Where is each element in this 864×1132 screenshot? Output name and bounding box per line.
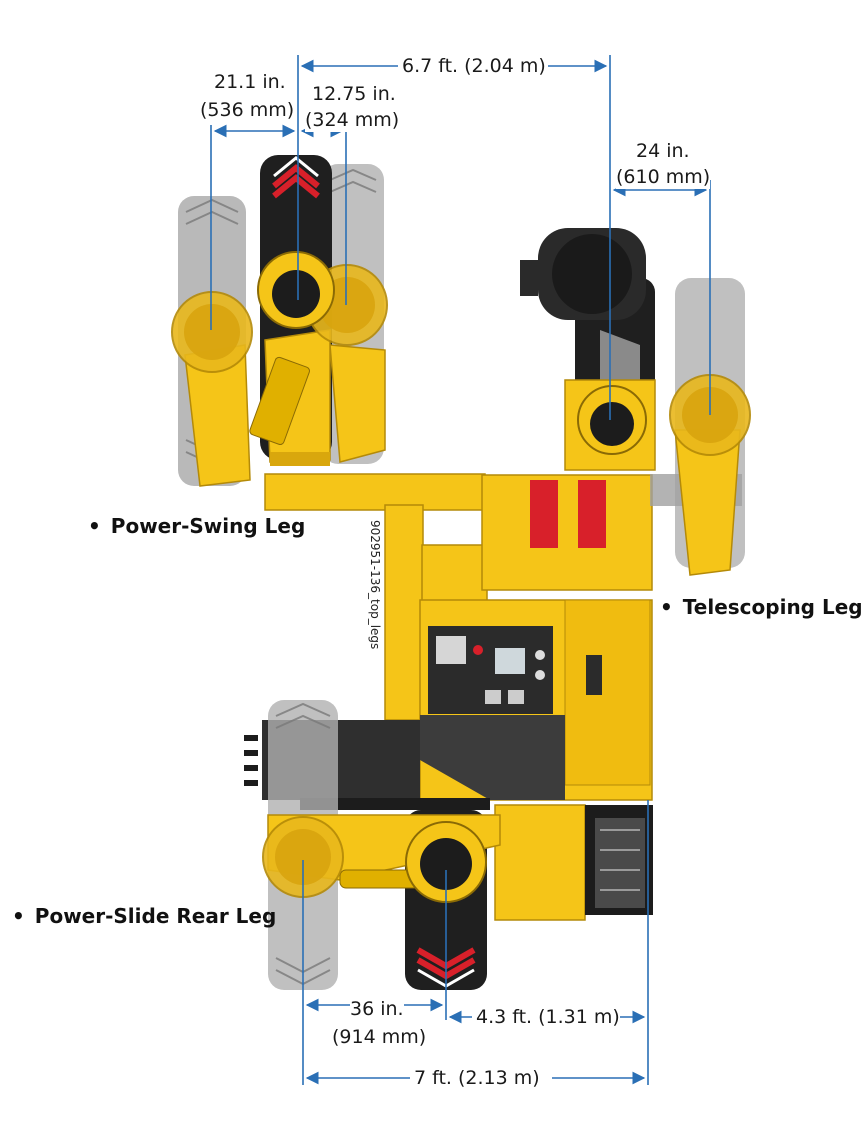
red-panel-left — [530, 480, 558, 548]
telescoping-leg-assembly — [520, 228, 751, 576]
dim-width-6-7: 6.7 ft. (2.04 m) — [402, 54, 546, 78]
bullet-icon: • — [660, 595, 673, 619]
main-chassis — [244, 474, 653, 921]
label-telescoping-leg: • Telescoping Leg — [660, 595, 863, 619]
label-power-slide-rear-leg: • Power-Slide Rear Leg — [12, 904, 276, 928]
red-panel-right — [578, 480, 606, 548]
figure-id: 902951-136_top_legs — [368, 520, 382, 650]
bullet-icon: • — [12, 904, 25, 928]
power-swing-leg-assembly — [171, 155, 388, 487]
dim-7-ft: 7 ft. (2.13 m) — [414, 1066, 540, 1090]
bullet-icon: • — [88, 514, 101, 538]
dimension-lines — [210, 55, 711, 1085]
label-power-swing-leg-text: Power-Swing Leg — [110, 514, 306, 538]
dim-12-75-in: 12.75 in. — [312, 82, 396, 106]
dim-4-3-ft: 4.3 ft. (1.31 m) — [476, 1005, 620, 1029]
label-telescoping-leg-text: Telescoping Leg — [682, 595, 863, 619]
dim-610-mm: (610 mm) — [616, 165, 711, 189]
dim-24-in: 24 in. — [636, 139, 690, 163]
label-power-slide-rear-leg-text: Power-Slide Rear Leg — [34, 904, 277, 928]
dim-914-mm: (914 mm) — [332, 1025, 427, 1049]
cross-arm — [264, 473, 486, 511]
dim-536-mm: (536 mm) — [200, 98, 295, 122]
dim-324-mm: (324 mm) — [305, 108, 400, 132]
dim-21-1-in: 21.1 in. — [214, 70, 286, 94]
dim-36-in: 36 in. — [350, 997, 404, 1021]
label-power-swing-leg: • Power-Swing Leg — [88, 514, 305, 538]
